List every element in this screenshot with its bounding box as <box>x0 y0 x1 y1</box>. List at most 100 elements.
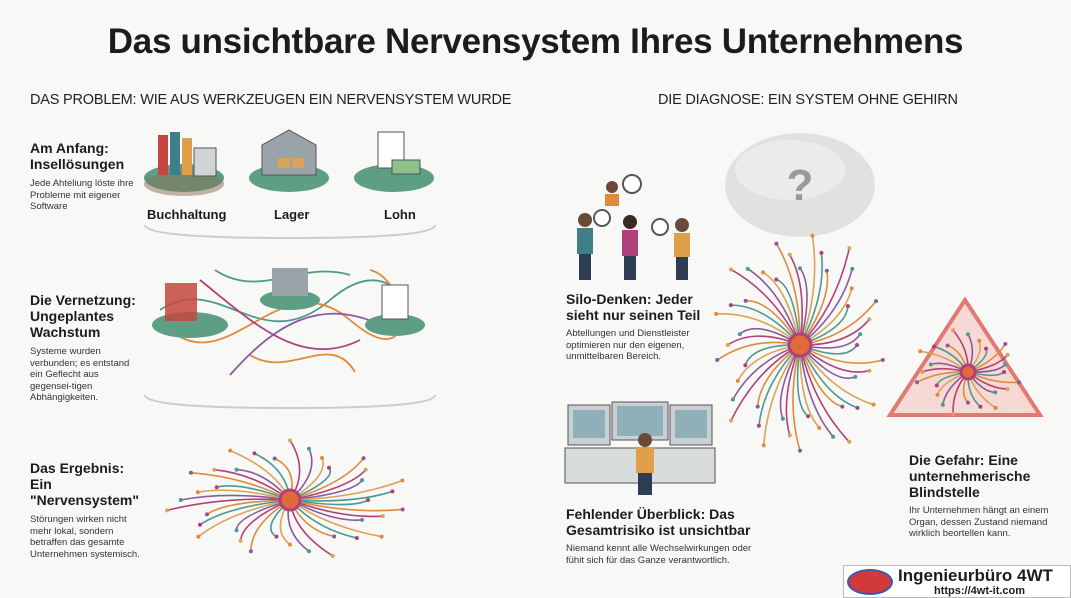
neuron-node <box>858 332 863 337</box>
neuron-node <box>714 311 719 316</box>
neuron-node <box>228 448 233 453</box>
island-lager <box>249 129 329 192</box>
neuron-node <box>940 402 945 407</box>
neuron-dendrite <box>289 490 393 502</box>
neuron-node <box>212 467 217 472</box>
left-section-heading: DAS PROBLEM: WIE AUS WERKZEUGEN EIN NERV… <box>30 92 512 108</box>
neuron-node <box>774 277 779 282</box>
brace <box>144 394 436 410</box>
neuron-node <box>390 489 395 494</box>
neuron-node <box>204 512 209 517</box>
step-title: Das Ergebnis: Ein "Nervensystem" <box>30 460 139 508</box>
neuron-core <box>278 488 302 512</box>
neuron-core <box>959 363 977 381</box>
neuron-node <box>327 465 331 470</box>
neuron-node <box>755 404 760 409</box>
warning-triangle-icon <box>886 296 1044 417</box>
neuron-node <box>379 534 384 539</box>
neuron-node <box>798 448 802 453</box>
brace <box>144 224 436 240</box>
neuron-node <box>1002 370 1006 374</box>
neuron-node <box>743 363 748 368</box>
neuron-node <box>774 241 779 246</box>
neuron-node <box>274 534 279 539</box>
neuron-node <box>730 397 735 402</box>
neuron-node <box>855 343 859 347</box>
island-label-lohn: Lohn <box>384 207 416 222</box>
neuron-dendrite <box>197 499 291 538</box>
diagnosis-title: Fehlender Überblick: Das Gesamtrisiko is… <box>566 506 751 538</box>
warning-neuron <box>914 328 1022 416</box>
neuron-node <box>993 390 998 395</box>
neuron-node <box>306 549 311 554</box>
diagnosis-danger: Die Gefahr: Eine unternehmerische Blinds… <box>909 452 1059 540</box>
island-label-lager: Lager <box>274 207 310 222</box>
company-name: Ingenieurbüro 4WT <box>898 566 1053 585</box>
company-url[interactable]: https://4wt-it.com <box>934 585 1026 597</box>
island-buchhaltung <box>144 132 224 196</box>
neuron-node <box>400 507 405 512</box>
neuron-node <box>729 267 734 272</box>
neuron-node <box>918 349 923 354</box>
neuron-node <box>366 498 370 502</box>
neuron-node <box>819 250 824 255</box>
neuron-node <box>951 328 956 333</box>
neuron-node <box>984 346 988 351</box>
neuron-node <box>966 400 970 405</box>
diagnosis-title: Silo-Denken: Jeder sieht nur seinen Teil <box>566 291 701 323</box>
step-body: Systeme wurden verbunden; es entstand ei… <box>30 346 130 403</box>
neuron-node <box>195 490 200 495</box>
neuron-node <box>361 456 366 461</box>
neuron-node <box>745 266 750 271</box>
central-neuron <box>714 233 885 453</box>
neuron-node <box>332 534 337 539</box>
neuron-dendrite <box>289 499 403 512</box>
neuron-node <box>810 233 815 238</box>
diagnosis-body: Abtellungen und Dienstleister optimieren… <box>566 328 690 362</box>
neuron-node <box>761 270 766 275</box>
neuron-node <box>715 358 720 363</box>
nervous-system-neuron <box>165 438 405 558</box>
step-silos: Am Anfang: Insellösungen Jede Ahteliung … <box>30 140 140 213</box>
neuron-node <box>806 414 811 419</box>
neuron-dendrite <box>199 499 291 526</box>
neuron-node <box>993 405 998 410</box>
company-logo[interactable]: Ingenieurbüro 4WT https://4wt-it.com <box>843 565 1071 598</box>
neuron-node <box>787 433 792 438</box>
neuron-node <box>737 332 742 337</box>
neuron-node <box>188 470 193 475</box>
neuron-node <box>849 286 854 291</box>
diagnosis-body: Ihr Unternehmen hängt an einem Organ, de… <box>909 505 1049 539</box>
neuron-dendrite <box>197 489 291 501</box>
neuron-node <box>214 485 219 490</box>
neuron-dendrite <box>166 498 291 512</box>
neuron-node <box>853 374 858 379</box>
diagnosis-silo: Silo-Denken: Jeder sieht nur seinen Teil… <box>566 291 726 363</box>
neuron-node <box>761 443 766 448</box>
island-lohn <box>354 131 434 192</box>
neuron-node <box>234 528 239 533</box>
neuron-node <box>354 535 359 540</box>
neuron-node <box>871 402 876 407</box>
neuron-node <box>248 549 253 554</box>
neuron-node <box>1005 352 1010 357</box>
neuron-node <box>945 343 950 348</box>
neuron-node <box>817 425 822 430</box>
neuron-node <box>928 362 933 367</box>
neuron-node <box>380 514 385 519</box>
step-title: Am Anfang: Insellösungen <box>30 140 125 172</box>
neuron-dendrite <box>289 469 367 501</box>
step-network: Die Vernetzung: Ungeplantes Wachstum Sys… <box>30 292 142 404</box>
neuron-dendrite <box>180 494 291 501</box>
neuron-node <box>306 446 311 451</box>
neuron-node <box>178 498 183 502</box>
neuron-node <box>363 467 368 472</box>
neuron-node <box>977 338 982 343</box>
neuron-node <box>728 303 733 308</box>
neuron-core <box>787 332 813 358</box>
neuron-dendrite <box>289 479 403 501</box>
neuron-node <box>847 246 852 251</box>
neuron-node <box>874 299 879 304</box>
neuron-node <box>798 266 802 271</box>
